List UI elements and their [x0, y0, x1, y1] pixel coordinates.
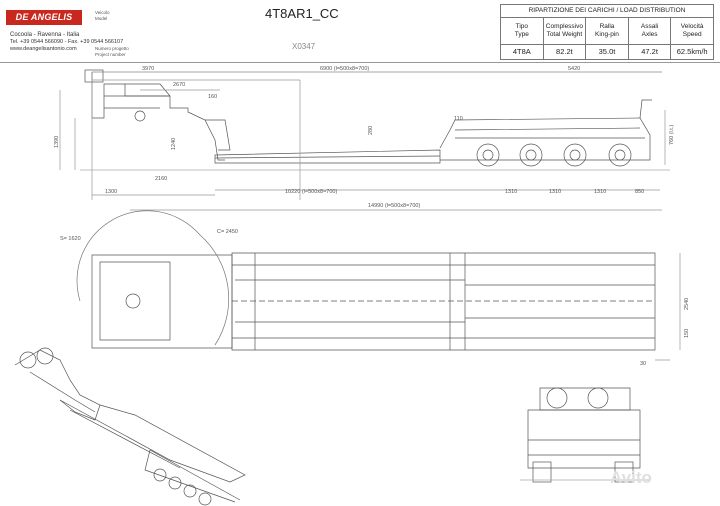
- address-line: www.deangelisantonio.com: [10, 46, 77, 52]
- side-view: [59, 69, 670, 211]
- load-distribution-table: RIPARTIZIONE DEI CARICHI / LOAD DISTRIBU…: [500, 4, 714, 60]
- company-address: Cocoola - Ravenna - Italia Tel. +39 0544…: [10, 32, 123, 53]
- dim-label: 1390: [54, 136, 60, 148]
- top-view: [76, 210, 681, 361]
- vehicle-label: Veicolo: [95, 10, 110, 15]
- dim-label: 2540: [684, 298, 690, 310]
- dim-label: 1310: [594, 189, 606, 195]
- address-line: Tel. +39 0544 566090 - Fax. +39 0544 566…: [10, 39, 124, 45]
- dim-label: 14990 (l=500x8=700): [368, 203, 420, 209]
- company-logo: DE ANGELIS: [6, 10, 82, 25]
- dim-label: 2160: [155, 176, 167, 182]
- dim-label: 10220 (l=500x8=700): [285, 189, 337, 195]
- address-line: Cocoola - Ravenna - Italia: [10, 32, 80, 38]
- dim-label: 850: [635, 189, 644, 195]
- table-value-row: 4T8A 82.2t 35.0t 47.2t 62.5km/h: [501, 45, 713, 59]
- table-heading: RIPARTIZIONE DEI CARICHI / LOAD DISTRIBU…: [501, 5, 713, 18]
- project-label-en: Project number: [95, 52, 126, 57]
- title-block: DE ANGELIS Cocoola - Ravenna - Italia Te…: [0, 0, 720, 63]
- dim-label: 1310: [549, 189, 561, 195]
- dim-label: 280: [368, 126, 374, 135]
- rear-view: [520, 387, 650, 483]
- dim-label: 2670: [173, 82, 185, 88]
- dim-label: 1240: [171, 138, 177, 150]
- dim-label: S= 1620: [60, 236, 81, 242]
- model-label: Model: [95, 16, 108, 21]
- drawing-title: 4T8AR1_CC: [265, 6, 339, 21]
- value-cell: 35.0t: [586, 45, 629, 59]
- dim-label: 160: [208, 94, 217, 100]
- isometric-view: [14, 347, 246, 506]
- value-cell: 82.2t: [544, 45, 587, 59]
- dim-label: 3970: [142, 66, 154, 72]
- dim-label: C= 2450: [217, 229, 238, 235]
- project-label: Numero progetto: [95, 46, 129, 51]
- value-cell: 47.2t: [629, 45, 672, 59]
- drawing-code: X0347: [292, 42, 316, 51]
- dim-label: 1300: [105, 189, 117, 195]
- dim-label: 1310: [505, 189, 517, 195]
- dim-label: 110: [454, 116, 463, 122]
- value-cell: 4T8A: [501, 45, 544, 59]
- dim-label: 150: [684, 329, 690, 338]
- dim-label: 5420: [568, 66, 580, 72]
- dim-label: 760 (l.t.): [669, 125, 675, 145]
- value-cell: 62.5km/h: [676, 47, 708, 56]
- dim-label: 6900 (l=500x8=700): [320, 66, 369, 72]
- dim-label: 30: [640, 361, 646, 367]
- avito-watermark: Avito: [610, 468, 652, 487]
